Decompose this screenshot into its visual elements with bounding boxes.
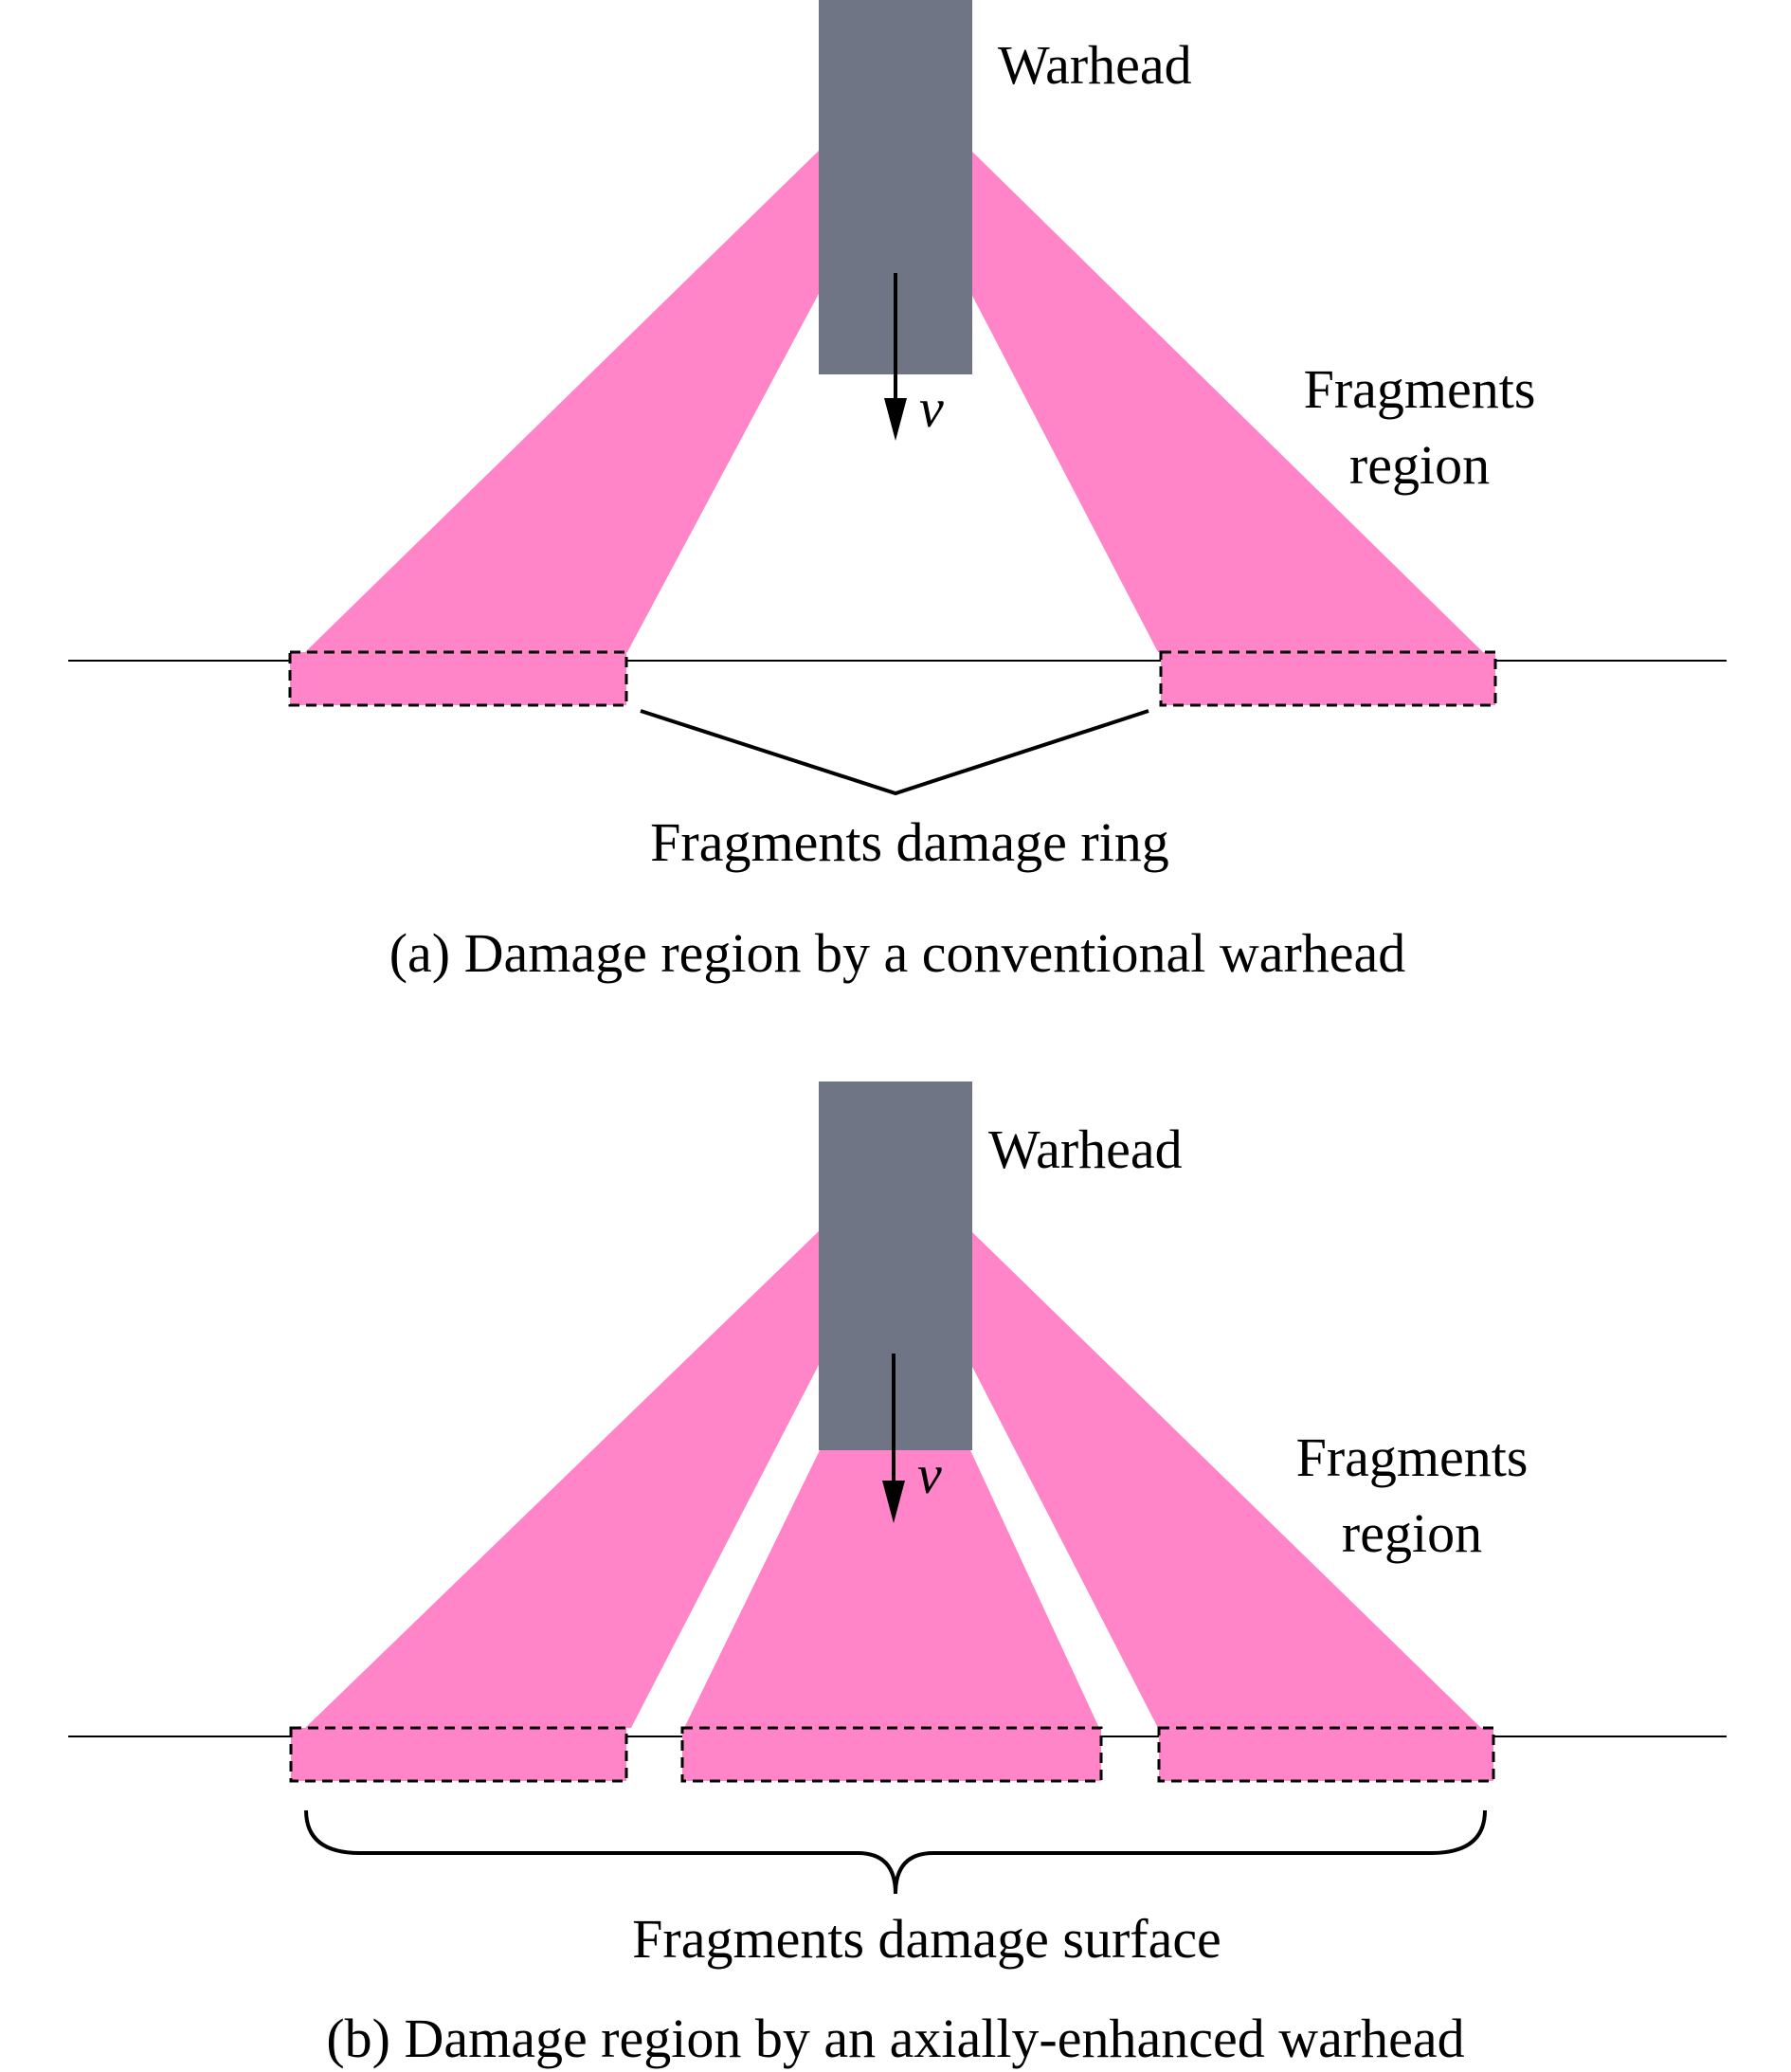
damage-surface-label: Fragments damage surface	[632, 1908, 1221, 1970]
fragments-region-center-b	[684, 1450, 1099, 1728]
caption-b: (b) Damage region by an axially-enhanced…	[326, 2008, 1464, 2069]
panel-b: Warhead v Fragments region Fragments dam…	[68, 1081, 1727, 2069]
velocity-arrowhead-a	[884, 398, 907, 441]
fragments-region-label-a-line2: region	[1349, 434, 1490, 496]
damage-zone-right-b	[1157, 1726, 1495, 1783]
velocity-arrowhead-b	[882, 1481, 905, 1523]
velocity-label-a: v	[919, 377, 944, 439]
damage-zone-right-a	[1159, 650, 1497, 707]
damage-ring-label: Fragments damage ring	[650, 811, 1169, 873]
damage-zone-left-b	[289, 1726, 628, 1783]
damage-zone-center-b	[680, 1726, 1103, 1783]
damage-zone-left-a	[288, 650, 628, 707]
warhead-label-b: Warhead	[988, 1118, 1183, 1180]
fragments-region-right-a	[970, 150, 1483, 652]
damage-ring-leader	[640, 709, 1149, 796]
fragments-region-left-b	[305, 1230, 820, 1728]
warhead-label-a: Warhead	[998, 34, 1192, 96]
fragments-region-label-b-line2: region	[1342, 1502, 1482, 1564]
caption-a: (a) Damage region by a conventional warh…	[389, 922, 1406, 984]
fragments-region-left-a	[305, 150, 820, 652]
damage-surface-brace	[304, 1809, 1487, 1895]
velocity-label-b: v	[917, 1444, 942, 1505]
panel-a: Warhead v Fragments region Fragments dam…	[68, 0, 1727, 984]
fragments-region-label-b-line1: Fragments	[1296, 1427, 1529, 1488]
fragments-region-right-b	[970, 1230, 1481, 1728]
fragments-region-label-a-line1: Fragments	[1304, 358, 1536, 420]
